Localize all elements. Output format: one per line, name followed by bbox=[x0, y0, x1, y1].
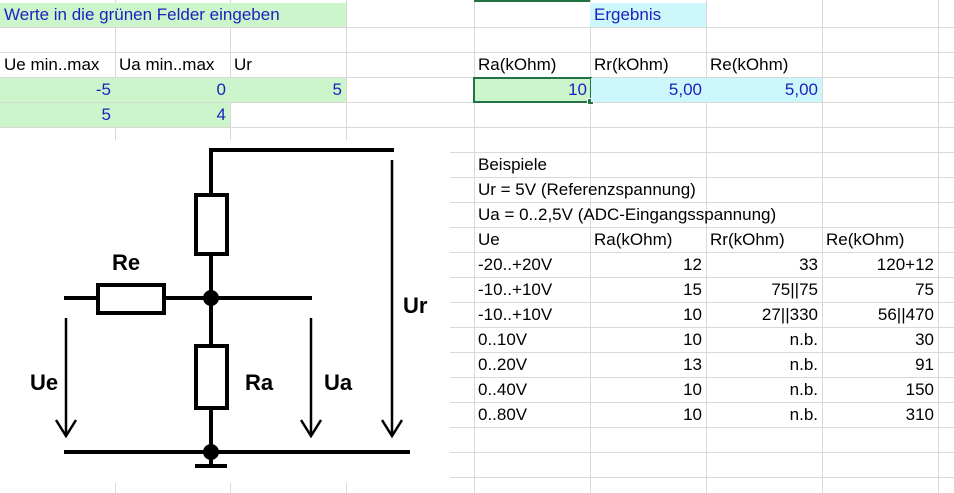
table-cell-ra[interactable]: 15 bbox=[683, 280, 702, 299]
ue-arrow-head-icon bbox=[54, 419, 78, 439]
table-cell-rr[interactable]: n.b. bbox=[789, 330, 818, 349]
table-cell-re[interactable]: 150 bbox=[905, 380, 934, 399]
ua-arrow-head-icon bbox=[299, 419, 323, 439]
table-cell-ra[interactable]: 10 bbox=[683, 405, 702, 424]
examples-title[interactable]: Beispiele bbox=[478, 155, 547, 174]
rr-result[interactable]: 5,00 bbox=[591, 78, 706, 102]
table-cell-re[interactable]: 56||470 bbox=[877, 305, 934, 324]
rr-resistor-icon bbox=[194, 193, 229, 256]
table-cell-ue[interactable]: 0..10V bbox=[478, 330, 528, 349]
ur-input[interactable]: 5 bbox=[230, 78, 346, 102]
examples-header-re[interactable]: Re(kOhm) bbox=[826, 230, 905, 249]
table-cell-rr[interactable]: n.b. bbox=[789, 380, 818, 399]
header-ra[interactable]: Ra(kOhm) bbox=[478, 55, 557, 74]
table-cell-rr[interactable]: 27||330 bbox=[761, 305, 818, 324]
table-cell-ue[interactable]: -10..+10V bbox=[478, 305, 553, 324]
table-cell-re[interactable]: 310 bbox=[905, 405, 934, 424]
ra-input[interactable]: 10 bbox=[473, 77, 592, 103]
table-cell-re[interactable]: 91 bbox=[915, 355, 934, 374]
label-re: Re bbox=[112, 250, 140, 275]
table-cell-ue[interactable]: -20..+20V bbox=[478, 255, 553, 274]
table-cell-ue[interactable]: 0..20V bbox=[478, 355, 528, 374]
junction-node bbox=[203, 290, 219, 306]
label-ua: Ua bbox=[324, 370, 353, 395]
ua-min-input[interactable]: 0 bbox=[115, 78, 230, 102]
table-cell-ue[interactable]: -10..+10V bbox=[478, 280, 553, 299]
table-cell-re[interactable]: 75 bbox=[915, 280, 934, 299]
examples-ur-line[interactable]: Ur = 5V (Referenzspannung) bbox=[478, 180, 696, 199]
table-cell-ue[interactable]: 0..40V bbox=[478, 380, 528, 399]
ue-min-input[interactable]: -5 bbox=[0, 78, 115, 102]
examples-header-ra[interactable]: Ra(kOhm) bbox=[594, 230, 673, 249]
examples-header-rr[interactable]: Rr(kOhm) bbox=[710, 230, 785, 249]
header-ur[interactable]: Ur bbox=[234, 55, 252, 74]
ua-max-input[interactable]: 4 bbox=[115, 103, 230, 127]
ra-resistor-icon bbox=[194, 344, 229, 410]
re-resistor-icon bbox=[96, 283, 166, 315]
table-cell-ra[interactable]: 10 bbox=[683, 380, 702, 399]
examples-header-ue[interactable]: Ue bbox=[478, 230, 500, 249]
result-label-cell[interactable]: Ergebnis bbox=[590, 3, 706, 27]
table-cell-ra[interactable]: 10 bbox=[683, 330, 702, 349]
header-rr[interactable]: Rr(kOhm) bbox=[594, 55, 669, 74]
table-cell-rr[interactable]: n.b. bbox=[789, 405, 818, 424]
table-cell-rr[interactable]: 33 bbox=[799, 255, 818, 274]
table-cell-rr[interactable]: n.b. bbox=[789, 355, 818, 374]
instruction-cell[interactable]: Werte in die grünen Felder eingeben bbox=[0, 3, 346, 27]
table-cell-ra[interactable]: 13 bbox=[683, 355, 702, 374]
top-accent bbox=[474, 0, 590, 2]
label-ra: Ra bbox=[245, 370, 274, 395]
examples-ua-line[interactable]: Ua = 0..2,5V (ADC-Eingangsspannung) bbox=[478, 205, 777, 224]
table-cell-re[interactable]: 30 bbox=[915, 330, 934, 349]
header-ue[interactable]: Ue min..max bbox=[4, 55, 100, 74]
label-ur: Ur bbox=[403, 293, 428, 318]
table-cell-rr[interactable]: 75||75 bbox=[771, 280, 818, 299]
table-cell-ra[interactable]: 12 bbox=[683, 255, 702, 274]
header-re[interactable]: Re(kOhm) bbox=[710, 55, 789, 74]
table-cell-re[interactable]: 120+12 bbox=[876, 255, 934, 274]
header-ua[interactable]: Ua min..max bbox=[119, 55, 215, 74]
table-cell-ra[interactable]: 10 bbox=[683, 305, 702, 324]
ur-arrow-head-icon bbox=[380, 419, 404, 439]
ue-max-input[interactable]: 5 bbox=[0, 103, 115, 127]
table-cell-ue[interactable]: 0..80V bbox=[478, 405, 528, 424]
ground-node bbox=[203, 444, 219, 460]
label-ue: Ue bbox=[30, 370, 58, 395]
re-result[interactable]: 5,00 bbox=[706, 78, 822, 102]
